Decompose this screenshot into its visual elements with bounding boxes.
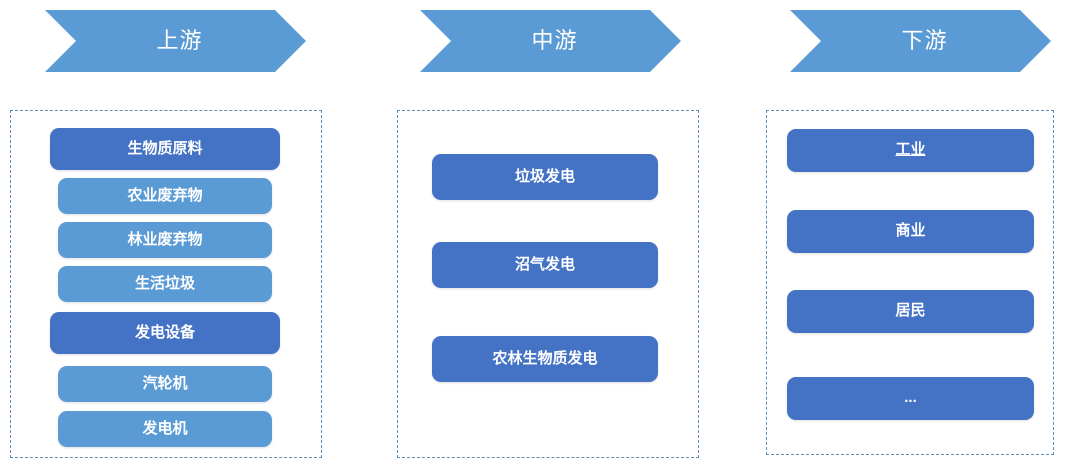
node-upstream-household-garbage[interactable]: 生活垃圾 bbox=[58, 266, 272, 302]
node-label: 林业废弃物 bbox=[127, 230, 203, 248]
chevron-header-midstream: 中游 bbox=[420, 10, 681, 72]
node-downstream-residential[interactable]: 居民 bbox=[787, 290, 1034, 333]
node-upstream-generator[interactable]: 发电机 bbox=[58, 411, 272, 447]
chevron-label-upstream: 上游 bbox=[156, 28, 203, 53]
node-label: 农业废弃物 bbox=[127, 186, 203, 204]
chevron-label-downstream: 下游 bbox=[901, 28, 948, 53]
node-midstream-agroforestry-biomass-power[interactable]: 农林生物质发电 bbox=[432, 336, 658, 382]
node-label: 发电设备 bbox=[134, 323, 195, 341]
node-downstream-industry[interactable]: 工业 bbox=[787, 129, 1034, 172]
node-upstream-biomass-feedstock[interactable]: 生物质原料 bbox=[50, 128, 280, 170]
node-midstream-waste-to-power[interactable]: 垃圾发电 bbox=[432, 154, 658, 200]
node-upstream-forestry-waste[interactable]: 林业废弃物 bbox=[58, 222, 272, 258]
node-label: 发电机 bbox=[142, 419, 188, 437]
node-label: 居民 bbox=[895, 302, 926, 320]
node-midstream-biogas-power[interactable]: 沼气发电 bbox=[432, 242, 658, 288]
node-label: 生活垃圾 bbox=[134, 274, 195, 292]
node-upstream-agricultural-waste[interactable]: 农业废弃物 bbox=[58, 178, 272, 214]
node-label: 汽轮机 bbox=[142, 374, 188, 392]
node-downstream-commercial[interactable]: 商业 bbox=[787, 210, 1034, 253]
node-label: 生物质原料 bbox=[127, 139, 203, 157]
node-label: 垃圾发电 bbox=[514, 167, 575, 185]
node-label: 农林生物质发电 bbox=[492, 349, 598, 367]
node-upstream-steam-turbine[interactable]: 汽轮机 bbox=[58, 366, 272, 402]
node-upstream-power-equipment[interactable]: 发电设备 bbox=[50, 312, 280, 354]
node-downstream-others[interactable]: ... bbox=[787, 377, 1034, 420]
node-label: 工业 bbox=[895, 141, 926, 159]
chevron-header-downstream: 下游 bbox=[790, 10, 1051, 72]
node-label: 沼气发电 bbox=[514, 255, 575, 273]
chevron-header-upstream: 上游 bbox=[45, 10, 306, 72]
chevron-label-midstream: 中游 bbox=[531, 28, 578, 53]
node-label: 商业 bbox=[895, 222, 926, 240]
node-label: ... bbox=[904, 389, 917, 407]
